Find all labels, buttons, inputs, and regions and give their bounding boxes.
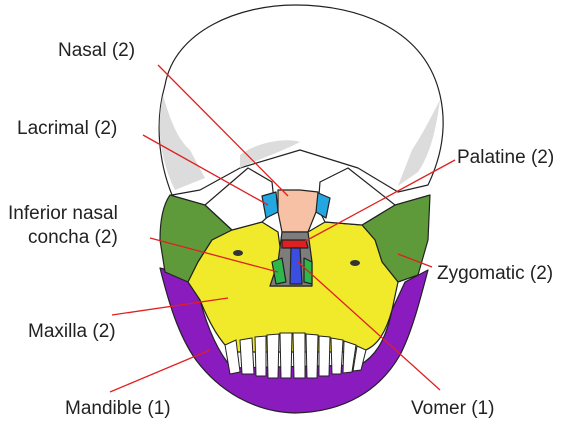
label-zygomatic: Zygomatic (2): [437, 263, 553, 284]
label-vomer: Vomer (1): [411, 398, 494, 419]
infraorbital-foramen-right: [350, 260, 360, 266]
label-inferior-nasal-concha-1: Inferior nasal: [8, 203, 118, 224]
cranium: [159, 5, 443, 195]
label-mandible: Mandible (1): [65, 398, 171, 419]
nasal-bone: [278, 190, 318, 232]
label-lacrimal: Lacrimal (2): [17, 118, 117, 139]
label-nasal: Nasal (2): [58, 40, 135, 61]
label-palatine: Palatine (2): [457, 147, 554, 168]
leader-mandible: [110, 350, 210, 392]
infraorbital-foramen-left: [233, 250, 243, 256]
label-maxilla: Maxilla (2): [28, 321, 116, 342]
vomer: [290, 248, 302, 284]
label-inferior-nasal-concha-2: concha (2): [28, 227, 118, 248]
